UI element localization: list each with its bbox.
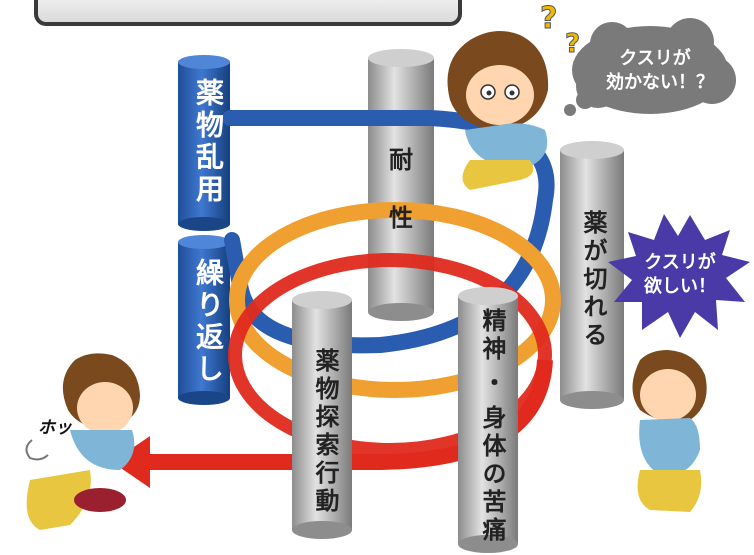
label-suffering-1: 精神 [478, 308, 506, 364]
pillar-suffering [458, 287, 518, 553]
thought-bubble-text-2: 効かない！？ [606, 72, 714, 93]
top-banner [34, 0, 462, 26]
worried-person-figure: ? ? [447, 1, 581, 190]
label-suffering-2: ・ [478, 370, 506, 398]
pillar-drug-seeking [292, 291, 352, 539]
pillar-wearing-off [560, 141, 624, 409]
red-arrowhead [112, 436, 150, 488]
craving-burst-text-1: クスリが [644, 252, 716, 273]
label-tolerance-1: 耐 [389, 146, 413, 174]
label-wearing-off: 薬が切れる [579, 210, 607, 350]
pillar-drug-abuse [178, 55, 230, 231]
ring-red-loop [228, 253, 552, 457]
svg-text:?: ? [540, 1, 557, 36]
svg-text:?: ? [565, 29, 580, 59]
craving-person-figure [632, 350, 707, 512]
label-drug-seeking: 薬物探索行動 [311, 348, 339, 516]
relieved-person-figure [25, 353, 141, 530]
pillar-repeat [178, 235, 230, 405]
label-drug-abuse: 薬物乱用 [192, 78, 225, 206]
craving-burst [608, 214, 750, 338]
label-repeat: 繰り返し [192, 258, 225, 386]
craving-burst-text-2: 欲しい！ [644, 276, 716, 297]
label-tolerance-2: 性 [389, 204, 413, 232]
ring-orange [229, 202, 561, 398]
label-suffering-3: 身体の苦痛 [478, 405, 506, 545]
relief-exclamation: ホッ [38, 418, 72, 438]
thought-bubble [564, 18, 736, 116]
pillar-tolerance [368, 49, 434, 321]
thought-bubble-text-1: クスリが [619, 48, 691, 69]
